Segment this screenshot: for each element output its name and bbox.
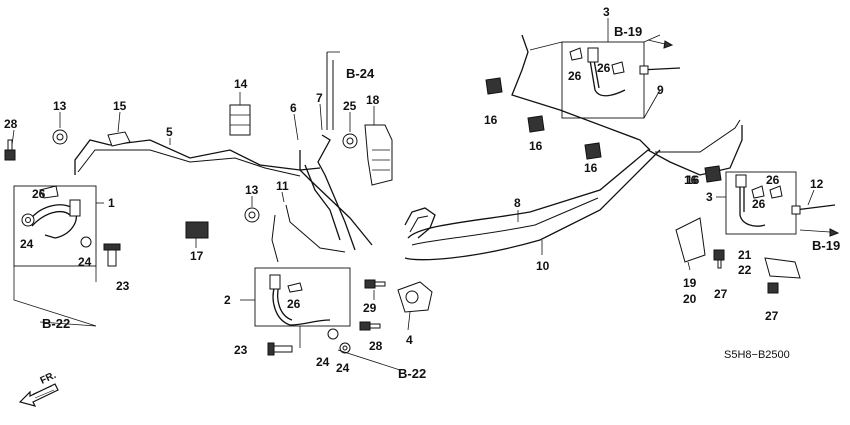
callout-24-left-b: 24: [78, 255, 92, 269]
callout-19: 19: [683, 276, 697, 290]
callout-29: 29: [363, 301, 377, 315]
callout-16-d: 16: [684, 173, 698, 187]
callout-22: 22: [738, 263, 752, 277]
front-left-hose-group: [4, 129, 131, 327]
callout-26-right-a: 26: [766, 173, 780, 187]
callout-21: 21: [738, 248, 752, 262]
leader-lines: [11, 18, 815, 371]
callout-27-b: 27: [765, 309, 779, 323]
callout-11: 11: [276, 179, 289, 193]
callout-17: 17: [190, 249, 204, 263]
callout-13: 13: [53, 99, 67, 113]
callout-12: 12: [810, 177, 824, 191]
callout-26-bottom: 26: [287, 297, 301, 311]
callout-7: 7: [316, 91, 323, 105]
callout-1: 1: [108, 196, 115, 210]
callout-23-bottom: 23: [234, 343, 248, 357]
callout-3-top: 3: [603, 5, 610, 19]
callout-18: 18: [366, 93, 380, 107]
ref-label-b24: B-24: [346, 66, 375, 81]
callout-28-bottom: 28: [369, 339, 383, 353]
callout-26-top-b: 26: [597, 61, 611, 75]
callout-8: 8: [514, 196, 521, 210]
diagram-code: S5H8−B2500: [724, 349, 790, 361]
callout-16-c: 16: [584, 161, 598, 175]
ref-label-b22-left: B-22: [42, 316, 70, 331]
ref-label-b22-bottom: B-22: [398, 366, 426, 381]
callout-23-left: 23: [116, 279, 130, 293]
ref-label-b19-top: B-19: [614, 24, 642, 39]
callout-13-center: 13: [245, 183, 259, 197]
callout-28: 28: [4, 117, 18, 131]
callout-4: 4: [406, 333, 413, 347]
callout-24-bottom-a: 24: [316, 355, 330, 369]
callout-10: 10: [536, 259, 550, 273]
callout-26-top-a: 26: [568, 69, 582, 83]
callout-14: 14: [234, 77, 248, 91]
front-direction-arrow: FR.: [18, 370, 59, 407]
rear-right-hose-group: [529, 34, 681, 119]
callout-16-b: 16: [529, 139, 543, 153]
callout-5: 5: [166, 125, 173, 139]
callout-25: 25: [343, 99, 357, 113]
callout-9: 9: [657, 83, 664, 97]
callout-3-right: 3: [706, 190, 713, 204]
callout-24-bottom-b: 24: [336, 361, 350, 375]
front-right-hose-group: [254, 267, 351, 356]
ref-label-b19-right: B-19: [812, 238, 840, 253]
callout-numbers: 28 13 15 5 14 6 7 25 18 1 26 24 24 23 13…: [4, 5, 824, 375]
callout-20: 20: [683, 292, 697, 306]
reference-arrows: [39, 39, 840, 327]
callout-2: 2: [224, 293, 231, 307]
brake-pipes: [74, 34, 743, 263]
center-clip-parts: [185, 51, 722, 331]
callout-26-left: 26: [32, 187, 46, 201]
callout-15: 15: [113, 99, 127, 113]
callout-16-e: 16: [686, 173, 700, 187]
callout-27-a: 27: [714, 287, 728, 301]
callout-26-right-b: 26: [752, 197, 766, 211]
callout-6: 6: [290, 101, 297, 115]
rear-left-hose-group: [675, 171, 836, 294]
callout-24-left-a: 24: [20, 237, 34, 251]
callout-16-a: 16: [484, 113, 498, 127]
